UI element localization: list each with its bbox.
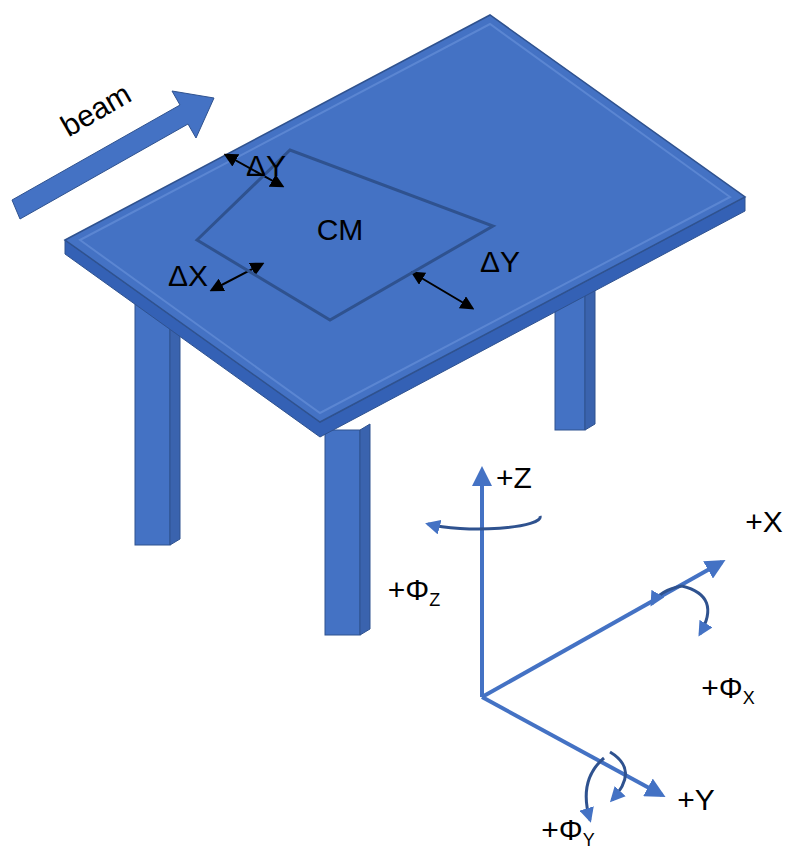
cm-square: CM	[197, 150, 493, 320]
cm-label: CM	[317, 215, 364, 245]
rotation-arrows	[428, 516, 708, 820]
rotation-label: +ΦY	[541, 815, 594, 849]
beam-label: beam	[56, 78, 136, 142]
rotation-label: +ΦZ	[388, 575, 440, 609]
rotation-label: +ΦX	[701, 673, 754, 707]
offset-label: ΔY	[246, 151, 286, 181]
offset-label: ΔX	[168, 261, 208, 291]
axis-label: +X	[745, 507, 783, 537]
axis-label: +Y	[677, 785, 715, 815]
offset-label: ΔY	[480, 247, 520, 277]
axis-label: +Z	[496, 463, 532, 493]
axes	[482, 470, 722, 795]
table-top	[65, 15, 745, 437]
